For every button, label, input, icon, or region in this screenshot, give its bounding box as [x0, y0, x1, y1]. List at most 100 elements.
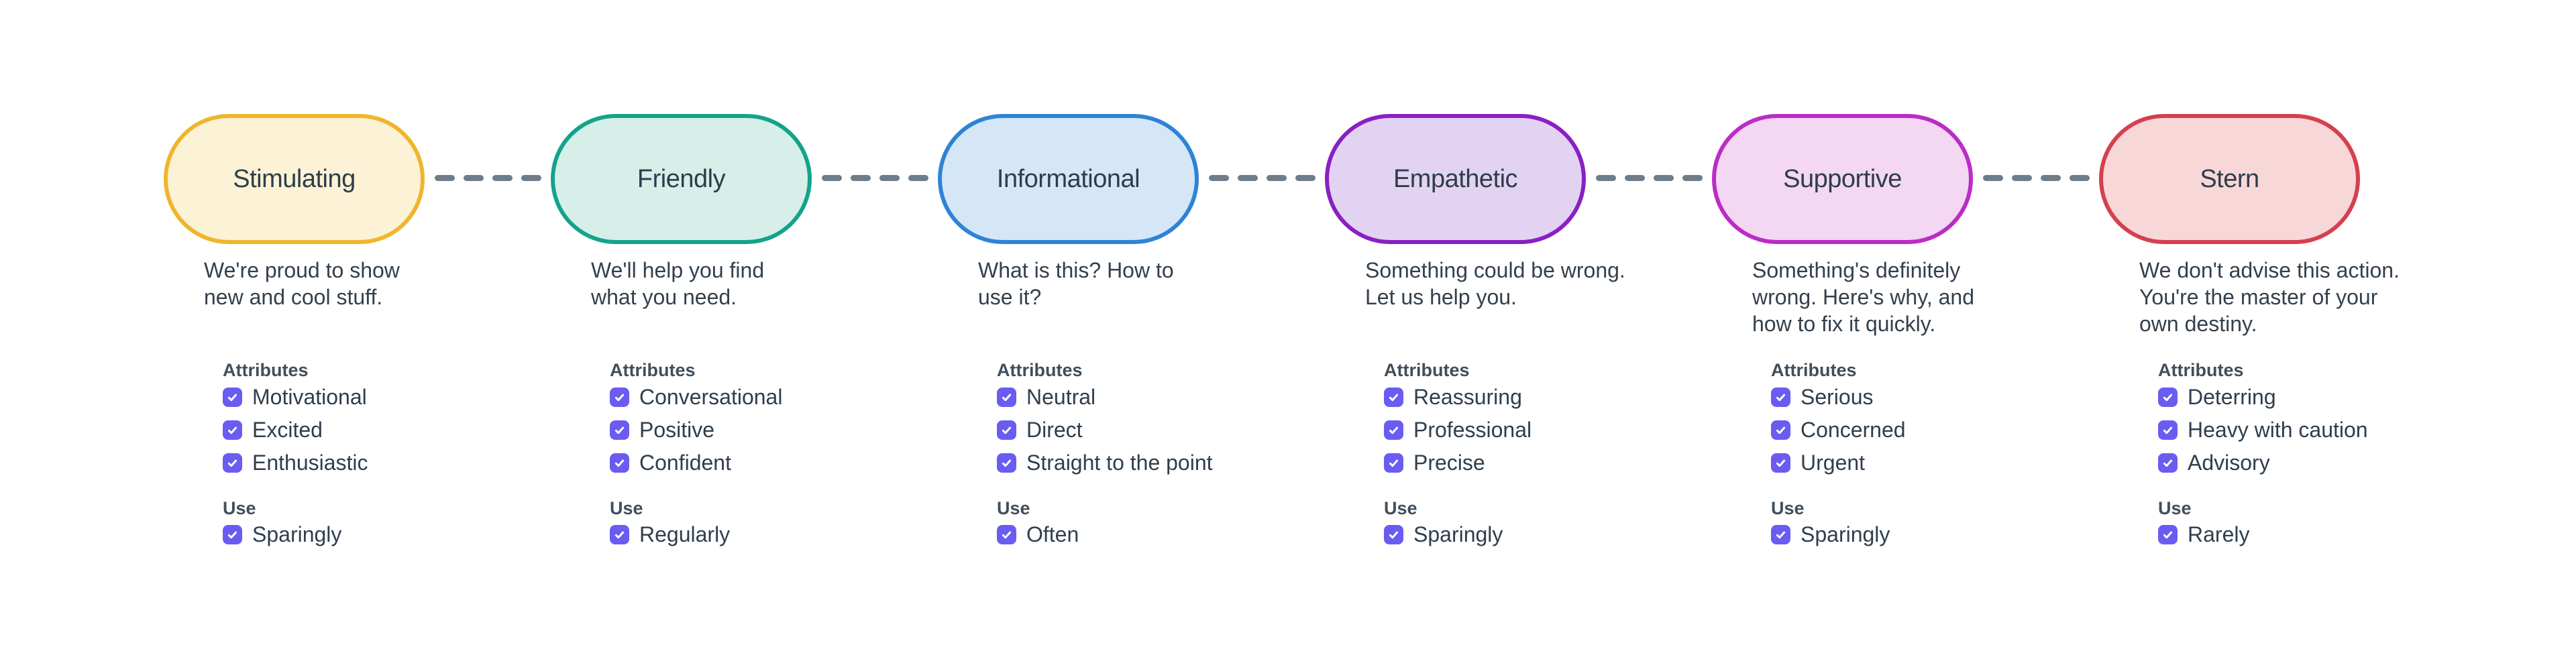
connector-dash — [1654, 175, 1674, 181]
tone-pill: Informational — [938, 114, 1199, 244]
attribute-row[interactable]: Reassuring — [1384, 385, 1522, 409]
attribute-row[interactable]: Confident — [610, 451, 731, 475]
tone-pill: Stimulating — [164, 114, 425, 244]
description-line: how to fix it quickly. — [1752, 312, 1936, 336]
checkbox[interactable] — [1384, 524, 1403, 544]
connector-dash — [1983, 175, 2003, 181]
attribute-row[interactable]: Straight to the point — [997, 450, 1213, 475]
check-icon — [1776, 426, 1786, 434]
attribute-row[interactable]: Direct — [997, 417, 1083, 442]
use-row[interactable]: Sparingly — [223, 522, 341, 546]
tone-column-empathetic: Empathetic Something could be wrong. Let… — [1325, 0, 1701, 649]
checkbox-label: Straight to the point — [1026, 450, 1213, 475]
attribute-row[interactable]: Positive — [610, 418, 714, 442]
tone-pill-label: Stern — [2200, 164, 2259, 193]
description-line: wrong. Here's why, and — [1752, 285, 1974, 309]
attribute-row[interactable]: Heavy with caution — [2158, 417, 2368, 442]
checkbox-label: Serious — [1801, 384, 1874, 409]
attribute-row[interactable]: Advisory — [2158, 451, 2270, 475]
attribute-row[interactable]: Excited — [223, 418, 323, 442]
attribute-row[interactable]: Conversational — [610, 385, 782, 409]
check-icon — [1002, 459, 1012, 467]
checkbox[interactable] — [1384, 387, 1403, 407]
check-icon — [614, 426, 625, 434]
connector-dashed-line — [1983, 175, 2090, 181]
check-icon — [1389, 394, 1399, 401]
description-line: What is this? How to — [978, 258, 1174, 282]
use-heading: Use — [223, 498, 256, 518]
checkbox[interactable] — [610, 420, 629, 440]
checkbox[interactable] — [997, 420, 1016, 440]
checkbox-label: Direct — [1026, 417, 1083, 442]
attribute-row[interactable]: Neutral — [997, 385, 1095, 409]
check-icon — [1002, 426, 1012, 434]
check-icon — [227, 459, 237, 467]
checkbox[interactable] — [1771, 453, 1790, 473]
use-heading: Use — [1771, 498, 1805, 518]
connector-dash — [1209, 175, 1229, 181]
checkbox[interactable] — [1771, 420, 1790, 440]
tone-description: What is this? How to use it? — [978, 257, 1174, 310]
description-line: We don't advise this action. — [2139, 258, 2400, 282]
description-line: own destiny. — [2139, 312, 2257, 336]
checkbox[interactable] — [997, 387, 1016, 407]
connector-dash — [1625, 175, 1645, 181]
attribute-row[interactable]: Urgent — [1771, 451, 1865, 475]
checkbox[interactable] — [610, 453, 629, 473]
checkbox[interactable] — [2158, 420, 2178, 440]
use-row[interactable]: Sparingly — [1771, 522, 1890, 546]
checkbox[interactable] — [997, 524, 1016, 544]
attribute-row[interactable]: Concerned — [1771, 418, 1906, 442]
checkbox[interactable] — [2158, 524, 2178, 544]
use-row[interactable]: Rarely — [2158, 522, 2250, 546]
checkbox-label: Motivational — [252, 384, 367, 409]
checkbox[interactable] — [1771, 524, 1790, 544]
checkbox[interactable] — [1771, 387, 1790, 407]
checkbox-label: Sparingly — [1413, 522, 1503, 546]
checkbox[interactable] — [1384, 453, 1403, 473]
attributes-heading: Attributes — [610, 360, 696, 380]
check-icon — [614, 531, 625, 538]
checkbox[interactable] — [610, 387, 629, 407]
attribute-row[interactable]: Serious — [1771, 384, 1874, 409]
attribute-row[interactable]: Enthusiastic — [223, 451, 368, 475]
attributes-heading: Attributes — [1384, 360, 1470, 380]
checkbox[interactable] — [223, 420, 242, 440]
check-icon — [227, 394, 237, 401]
connector-dash — [2041, 175, 2061, 181]
checkbox[interactable] — [223, 387, 242, 407]
tone-description: Something's definitely wrong. Here's why… — [1752, 257, 1974, 337]
check-icon — [2163, 394, 2173, 401]
checkbox[interactable] — [2158, 453, 2178, 473]
checkbox[interactable] — [610, 524, 629, 544]
attribute-row[interactable]: Precise — [1384, 450, 1485, 475]
attributes-heading: Attributes — [1771, 360, 1857, 380]
attribute-row[interactable]: Professional — [1384, 418, 1532, 442]
attribute-row[interactable]: Deterring — [2158, 385, 2276, 409]
check-icon — [2163, 531, 2173, 538]
use-row[interactable]: Often — [997, 522, 1079, 546]
checkbox[interactable] — [223, 453, 242, 473]
checkbox-label: Rarely — [2188, 522, 2250, 546]
checkbox[interactable] — [223, 524, 242, 544]
attribute-row[interactable]: Motivational — [223, 384, 367, 409]
checkbox-label: Regularly — [639, 522, 731, 546]
check-icon — [1776, 459, 1786, 467]
checkbox[interactable] — [2158, 387, 2178, 407]
connector-dash — [908, 175, 928, 181]
connector-dash — [1238, 175, 1258, 181]
use-row[interactable]: Sparingly — [1384, 522, 1503, 546]
tone-pill: Stern — [2099, 114, 2360, 244]
description-line: Something's definitely — [1752, 258, 1961, 282]
checkbox-label: Heavy with caution — [2188, 417, 2368, 442]
check-icon — [1389, 459, 1399, 467]
use-heading: Use — [1384, 498, 1417, 518]
checkbox-label: Precise — [1413, 450, 1485, 475]
connector-dash — [464, 175, 484, 181]
connector-dashed-line — [1209, 175, 1316, 181]
checkbox[interactable] — [1384, 420, 1403, 440]
checkbox[interactable] — [997, 453, 1016, 473]
check-icon — [614, 394, 625, 401]
use-row[interactable]: Regularly — [610, 522, 731, 546]
